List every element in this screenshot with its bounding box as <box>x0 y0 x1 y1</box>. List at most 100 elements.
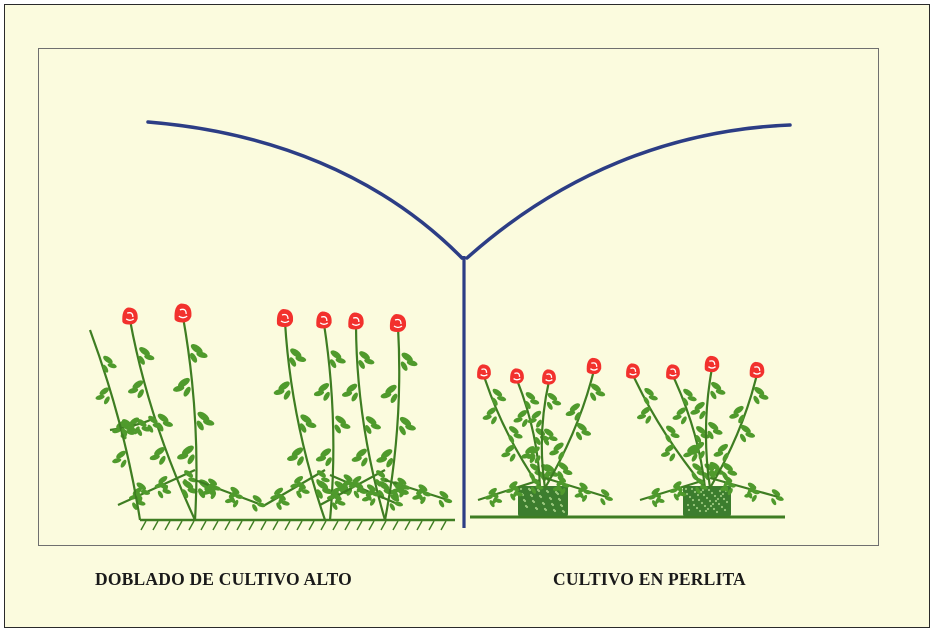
soil-hatch <box>368 520 375 531</box>
leaf <box>358 489 368 494</box>
leaf <box>183 479 189 487</box>
leaf <box>381 449 393 459</box>
rose-petals <box>122 307 138 325</box>
leaf <box>157 490 164 499</box>
leaf <box>276 502 282 510</box>
perlite-grain <box>524 504 528 508</box>
leaf <box>378 481 390 490</box>
leaf <box>420 496 426 505</box>
perlite-grain <box>559 503 563 507</box>
leaf <box>689 449 700 455</box>
leaf <box>301 489 310 494</box>
leaf <box>687 396 697 402</box>
leaf <box>422 491 432 497</box>
leaf <box>722 452 729 462</box>
leaf <box>187 454 195 465</box>
leaf <box>283 390 291 400</box>
leaf <box>399 416 412 427</box>
leaf <box>116 450 126 459</box>
leaf <box>775 496 784 501</box>
rose-petals <box>586 357 602 375</box>
leaf <box>139 347 150 356</box>
leaf <box>576 422 587 432</box>
leaf <box>120 459 127 468</box>
leaf <box>491 416 497 425</box>
leaf <box>296 481 306 490</box>
leaf <box>558 451 565 460</box>
rose-stem <box>689 355 726 489</box>
soil-hatch <box>152 520 159 531</box>
leaf <box>652 500 658 508</box>
leaf <box>600 498 606 506</box>
leaf <box>526 453 536 459</box>
soil-hatch <box>272 520 279 531</box>
leaf <box>300 414 312 424</box>
leaf <box>552 400 562 406</box>
perlite-grain <box>707 488 711 492</box>
leaf <box>412 494 421 500</box>
tall-crop-plants <box>88 303 453 521</box>
stem-line <box>194 478 263 507</box>
leaf <box>699 410 706 420</box>
leaf <box>256 502 266 508</box>
leaf <box>270 494 279 500</box>
rose-detail <box>125 312 135 321</box>
perlite-grain <box>692 503 696 507</box>
rose-flower <box>316 311 332 329</box>
leaf <box>278 381 290 391</box>
leaf <box>178 377 190 388</box>
leaf <box>137 419 147 427</box>
leaf <box>747 485 757 493</box>
rose-flower <box>626 363 640 379</box>
leaf <box>758 394 769 400</box>
perlite-grain <box>527 487 531 491</box>
perlite-grain <box>718 489 722 493</box>
leaf <box>771 489 781 497</box>
rose-stem <box>319 469 389 510</box>
leaf <box>556 479 565 487</box>
perlite-grain <box>536 488 540 492</box>
leaf <box>535 485 544 490</box>
leaf <box>546 401 553 410</box>
rose-detail <box>669 368 677 377</box>
leaf <box>694 401 705 411</box>
leaf <box>183 386 191 397</box>
leaf <box>190 344 203 354</box>
leaf <box>722 462 733 472</box>
rose-detail <box>280 313 290 324</box>
rose-petals <box>510 368 524 384</box>
leaf <box>582 494 588 502</box>
perlite-grain <box>706 507 710 511</box>
leaf <box>494 498 503 503</box>
leaf <box>353 490 360 499</box>
soil-hatch <box>356 520 363 531</box>
perlite-grain <box>695 506 699 510</box>
rose-stem <box>544 475 613 506</box>
leaf <box>140 489 151 495</box>
leaf <box>687 444 697 453</box>
perlite-grain <box>704 509 708 513</box>
leaf <box>548 435 558 442</box>
leaf <box>525 446 535 454</box>
leaf <box>184 470 194 478</box>
perlite-grain <box>554 490 558 494</box>
rose-petals <box>626 363 640 379</box>
perlite-grain <box>710 491 714 495</box>
rose-stem <box>477 477 544 508</box>
rose-detail <box>178 308 188 319</box>
soil-hatch <box>344 520 351 531</box>
perlite-grain <box>717 502 721 506</box>
leaf <box>666 425 676 434</box>
soil-hatch <box>140 520 147 531</box>
leaf <box>234 494 244 499</box>
leaf <box>729 413 739 419</box>
leaf <box>691 472 698 481</box>
leaf <box>210 491 217 500</box>
leaf <box>553 442 564 451</box>
soil-hatch <box>284 520 291 531</box>
leaf <box>103 396 110 405</box>
leaf <box>136 500 146 506</box>
rose-flower <box>704 355 720 373</box>
leaf <box>320 448 332 457</box>
soil-hatch <box>416 520 423 531</box>
